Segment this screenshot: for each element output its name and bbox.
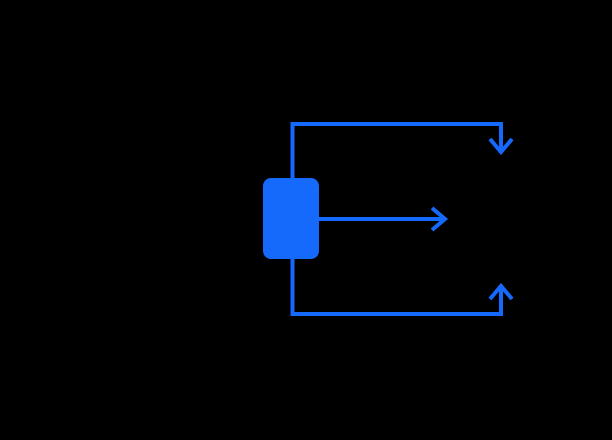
edge-middle-arrowhead-right-icon: [430, 206, 449, 232]
edge-bottom-arrowhead-up-icon: [488, 282, 514, 301]
edge-bottom: [290, 259, 514, 316]
flow-node: [263, 178, 319, 259]
edge-top-arrowhead-down-icon: [488, 137, 514, 156]
edge-top-line: [290, 122, 503, 178]
edge-middle: [319, 206, 449, 232]
edge-top: [290, 122, 514, 178]
edge-bottom-line: [290, 259, 503, 316]
